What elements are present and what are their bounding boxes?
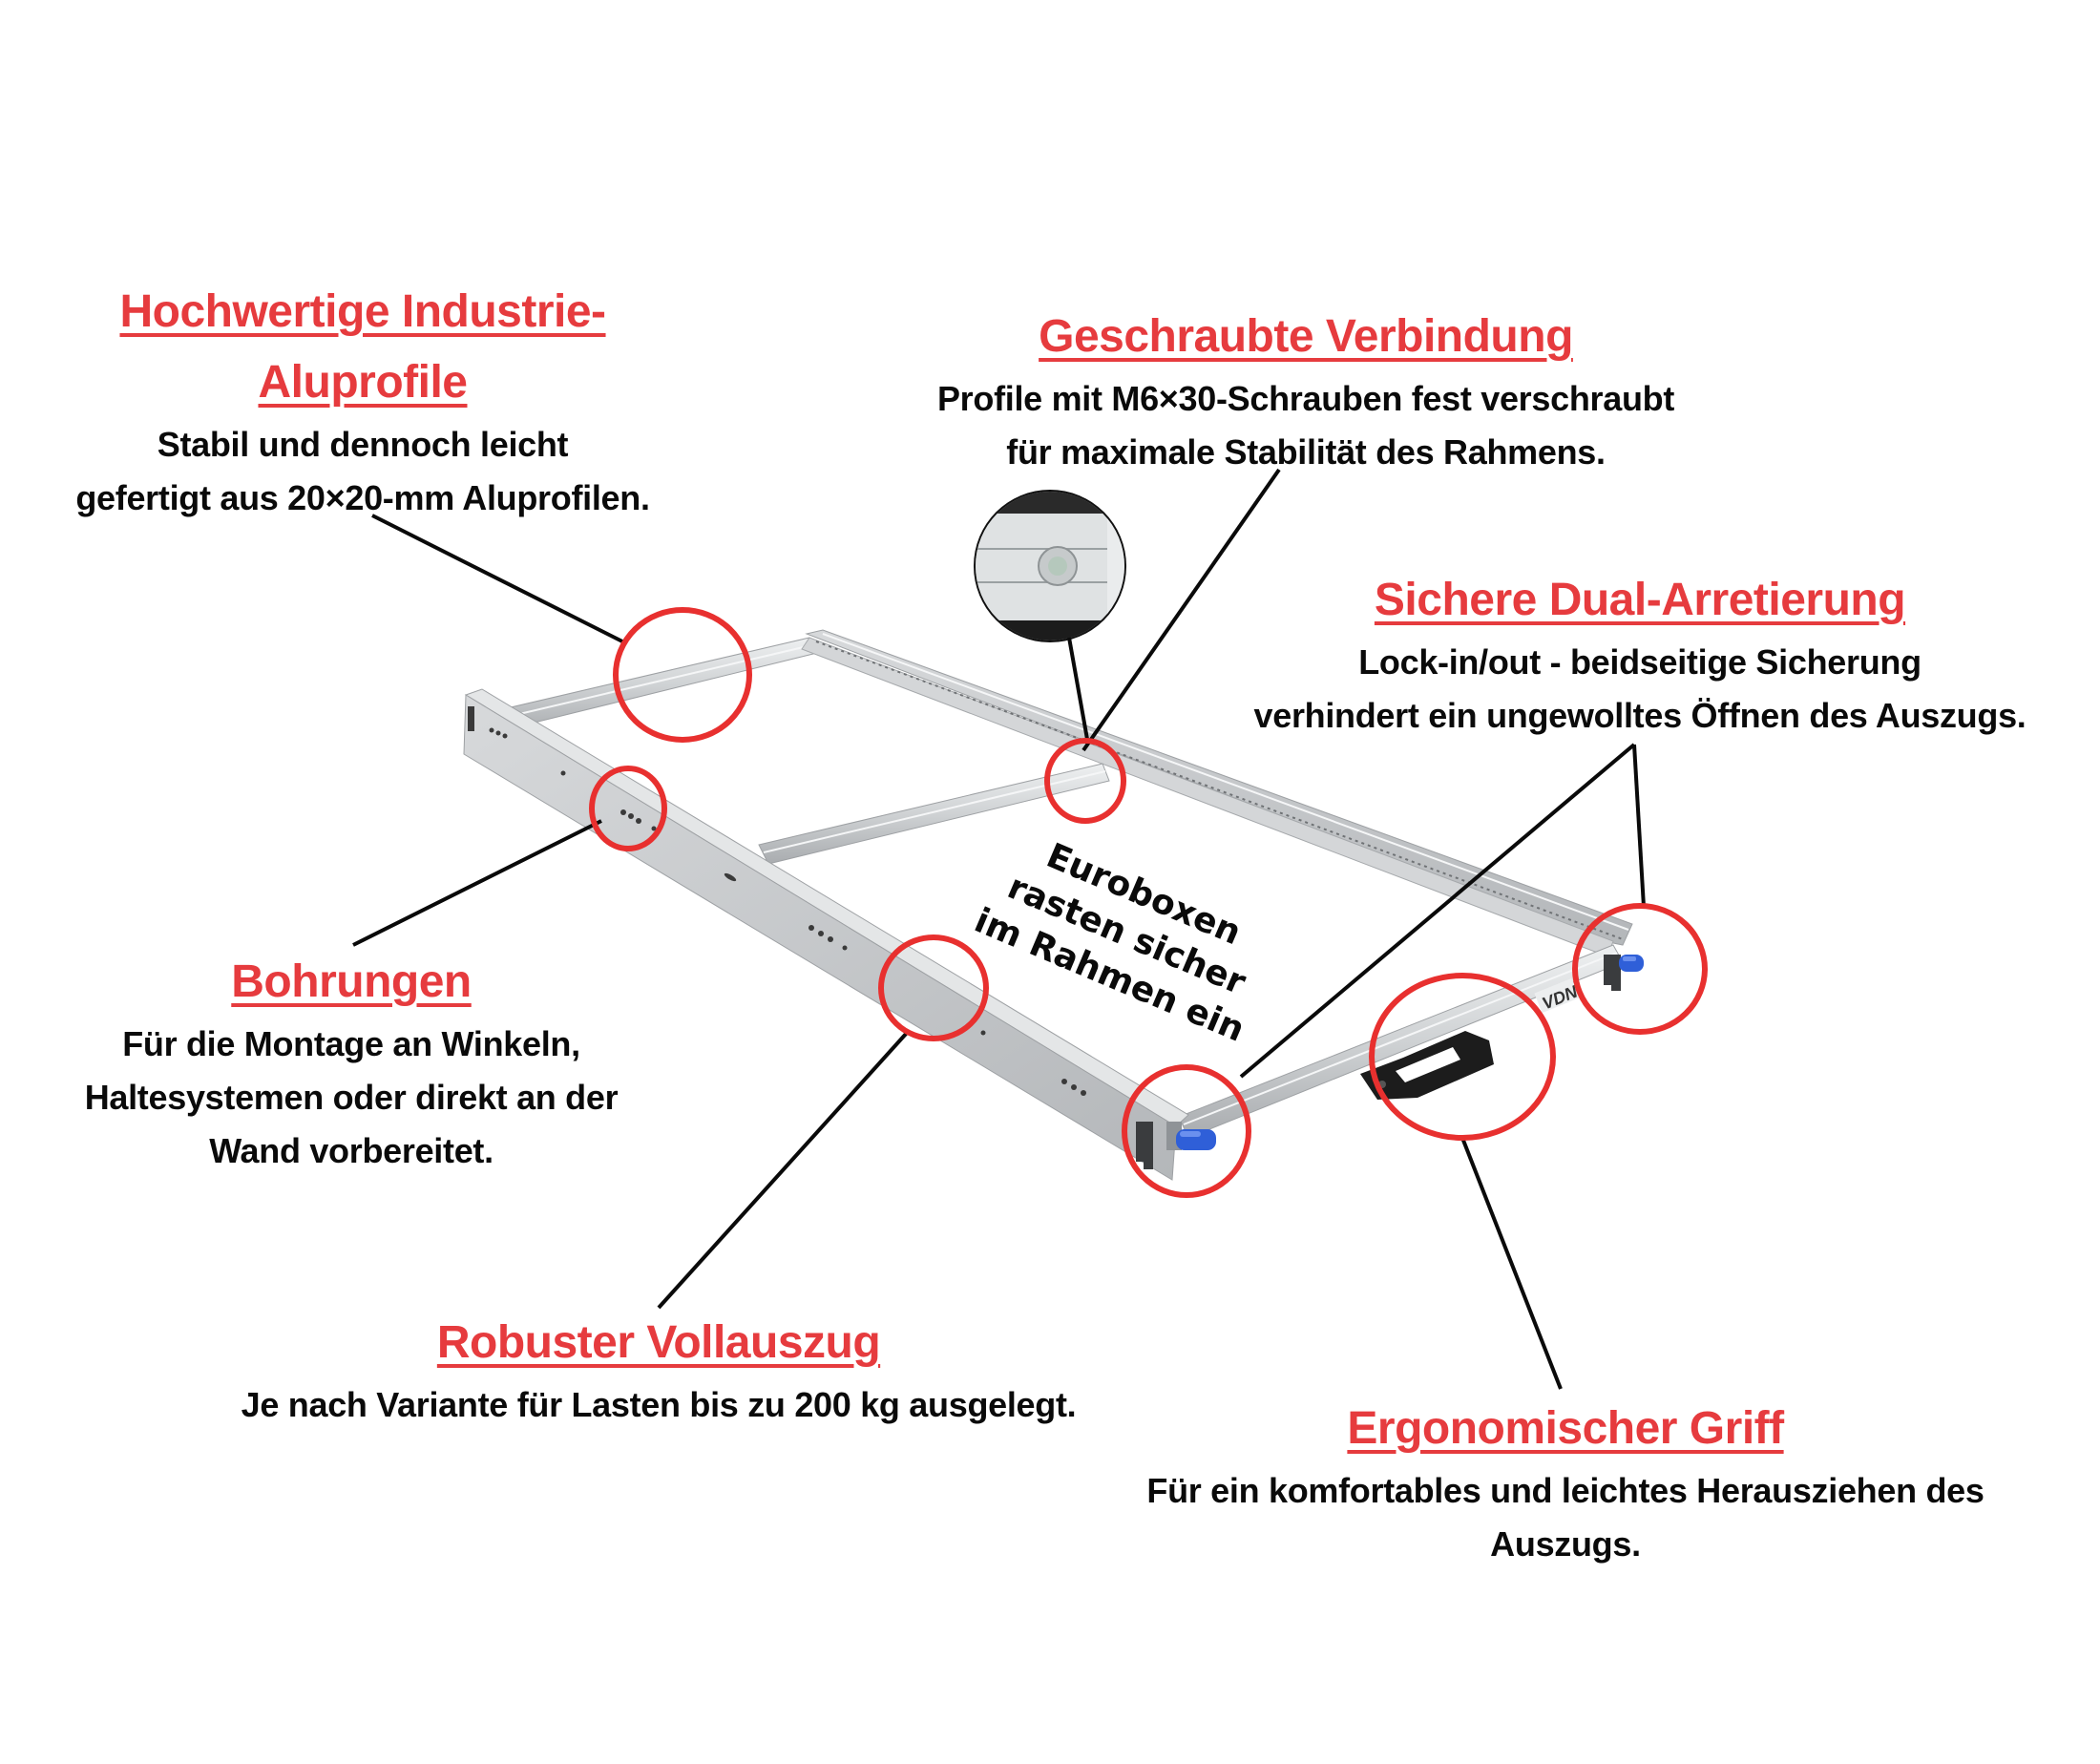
- callout-body: Für ein komfortables und leichtes Heraus…: [1146, 1471, 1984, 1510]
- callout-heading: Aluprofile: [258, 357, 469, 408]
- callout-heading: Ergonomischer Griff: [1347, 1403, 1784, 1454]
- leader-verbindung-a: [1082, 468, 1281, 752]
- callout-body: Für die Montage an Winkeln,: [122, 1024, 580, 1063]
- callout-verbindung: Geschraubte Verbindung Profile mit M6×30…: [937, 302, 1674, 479]
- leader-verbindung-b: [1067, 637, 1090, 746]
- leader-arretierung-b: [1632, 744, 1646, 908]
- leader-bohrungen: [352, 819, 602, 947]
- callout-vollauszug: Robuster Vollauszug Je nach Variante für…: [242, 1308, 1077, 1432]
- callout-body: Haltesystemen oder direkt an der: [84, 1078, 619, 1117]
- callout-body: für maximale Stabilität des Rahmens.: [1006, 432, 1606, 472]
- callout-aluprofile: Hochwertige Industrie- Aluprofile Stabil…: [75, 277, 650, 525]
- callout-body: verhindert ein ungewolltes Öffnen des Au…: [1253, 696, 2026, 735]
- highlight-circle-aluprofile: [613, 607, 752, 743]
- mounting-holes: [468, 706, 1086, 1096]
- highlight-circle-handle: [1369, 973, 1556, 1141]
- callout-heading: Sichere Dual-Arretierung: [1374, 575, 1906, 625]
- leader-lines: [352, 468, 1646, 1390]
- back-crossbar: [481, 637, 818, 734]
- callout-griff: Ergonomischer Griff Für ein komfortables…: [1146, 1394, 1984, 1571]
- left-slide-beam: [463, 688, 1189, 1181]
- highlight-circles: [589, 607, 1708, 1198]
- callout-body: Je nach Variante für Lasten bis zu 200 k…: [241, 1385, 1077, 1424]
- screw-detail-inset: [974, 490, 1126, 642]
- callout-heading: Hochwertige Industrie-: [119, 286, 606, 337]
- callout-heading: Bohrungen: [231, 956, 472, 1007]
- leader-griff: [1460, 1137, 1563, 1390]
- lock-lever-front: [1136, 1122, 1216, 1169]
- callout-body: gefertigt aus 20×20-mm Aluprofilen.: [75, 478, 650, 517]
- highlight-circle-lock-back: [1572, 903, 1708, 1035]
- callout-body: Lock-in/out - beidseitige Sicherung: [1358, 642, 1922, 682]
- leader-vollauszug: [657, 1031, 909, 1310]
- highlight-circle-vollauszug: [878, 934, 989, 1041]
- callout-body: Stabil und dennoch leicht: [157, 425, 569, 464]
- highlight-circle-bohrungen: [589, 766, 667, 851]
- right-rail: [801, 629, 1633, 957]
- highlight-circle-verbindung: [1044, 738, 1126, 824]
- callout-body: Profile mit M6×30-Schrauben fest verschr…: [936, 379, 1675, 418]
- highlight-circle-lock-front: [1122, 1064, 1251, 1198]
- callout-bohrungen: Bohrungen Für die Montage an Winkeln, Ha…: [85, 947, 619, 1178]
- callout-body: Wand vorbereitet.: [209, 1131, 494, 1170]
- lock-lever-back: [1604, 955, 1644, 991]
- callout-heading: Geschraubte Verbindung: [1039, 311, 1573, 362]
- leader-arretierung-a: [1239, 743, 1636, 1079]
- callout-body: Auszugs.: [1490, 1524, 1641, 1564]
- leader-aluprofile: [371, 514, 623, 643]
- callout-heading: Robuster Vollauszug: [436, 1317, 881, 1368]
- callout-arretierung: Sichere Dual-Arretierung Lock-in/out - b…: [1254, 565, 2026, 743]
